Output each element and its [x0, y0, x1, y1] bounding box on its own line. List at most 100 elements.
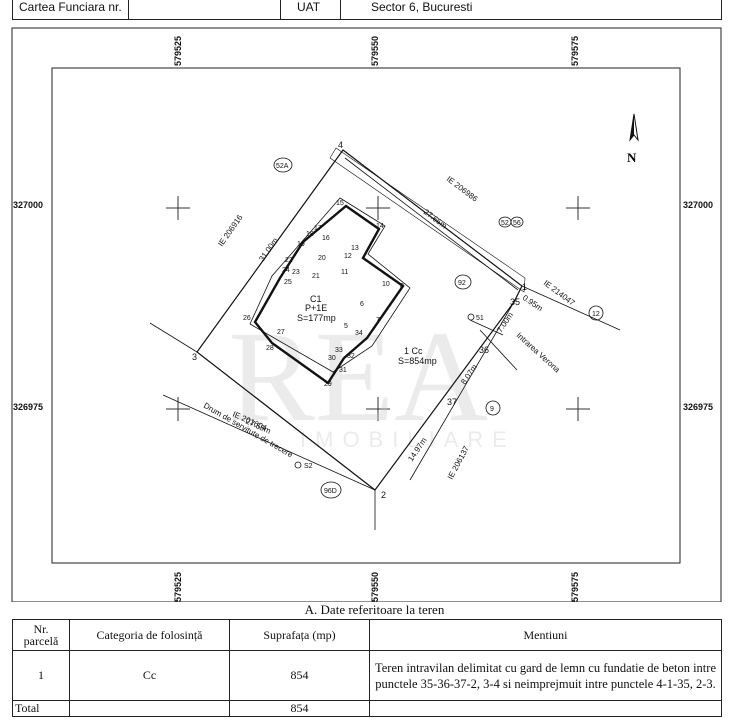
building-area: S=177mp — [297, 313, 336, 323]
intrarea-edge — [409, 301, 515, 481]
grid-y-left-2: 326975 — [13, 402, 43, 412]
building-point-27: 27 — [277, 329, 285, 336]
marker-96d: 96D — [324, 488, 337, 495]
grid-x-top-1: 579525 — [173, 36, 183, 66]
building-point-12: 12 — [344, 253, 352, 260]
building-point-19: 19 — [297, 241, 305, 248]
building-point-26: 26 — [243, 315, 251, 322]
table-row: 1 Cc 854 Teren intravilan delimitat cu g… — [12, 650, 722, 701]
building-point-16: 16 — [322, 235, 330, 242]
neighbor-line-e3 — [469, 319, 504, 336]
marker-dot-51 — [467, 313, 475, 321]
neighbor-ie-214047: IE 214047 — [542, 278, 577, 307]
neighbor-intrarea-verona: Intrarea Verona — [515, 331, 562, 375]
building-c1 — [253, 204, 405, 385]
grid-y-left-1: 327000 — [13, 200, 43, 210]
building-label: C1 — [310, 294, 322, 304]
marker-ring-52a — [273, 157, 293, 173]
building-point-32: 32 — [347, 353, 355, 360]
marker-ring-9 — [485, 400, 501, 416]
building-point-30: 30 — [328, 355, 336, 362]
grid-x-bottom-2: 579550 — [370, 572, 380, 602]
grid-y-right-1: 327000 — [683, 200, 713, 210]
building-point-33: 33 — [335, 347, 343, 354]
grid-x-bottom-1: 579525 — [173, 572, 183, 602]
marker-ring-96d — [320, 481, 342, 499]
building-point-10: 10 — [382, 281, 390, 288]
marker-56: 56 — [513, 220, 521, 227]
dim-east-4: 0.95m — [521, 293, 545, 313]
point-2: 2 — [381, 490, 386, 500]
point-37: 37 — [447, 397, 457, 407]
watermark: REA IMOBILIARE — [228, 305, 516, 452]
building-point-15: 15 — [336, 200, 344, 207]
col-categoria: Categoria de folosință — [69, 619, 230, 651]
building-point-31: 31 — [339, 367, 347, 374]
marker-ring-92 — [454, 274, 472, 290]
building-point-18: 18 — [306, 231, 314, 238]
building-point-8: 8 — [400, 283, 404, 290]
watermark-big: REA — [228, 305, 488, 449]
dim-west: 31.00m — [257, 236, 280, 263]
row-cat: Cc — [69, 650, 230, 701]
neighbor-strip — [329, 147, 526, 293]
building-levels: P+1E — [305, 303, 327, 313]
lot-outline — [249, 197, 411, 373]
marker-52a: 52A — [276, 163, 289, 170]
building-point-24: 24 — [282, 267, 290, 274]
marker-ring-56 — [510, 216, 524, 228]
marker-dot-s2 — [294, 461, 302, 469]
neighbor-ie-206986: IE 206986 — [445, 174, 480, 203]
lot-label: 1 Cc — [404, 346, 423, 356]
point-1: 1 — [522, 282, 527, 292]
total-empty — [69, 700, 230, 717]
grid-x-top-3: 579575 — [570, 36, 580, 66]
building-point-7: 7 — [376, 317, 380, 324]
marker-ring-12 — [588, 305, 604, 321]
grid-x-bottom-3: 579575 — [570, 572, 580, 602]
building-point-11: 11 — [341, 269, 348, 276]
neighbor-line-e — [521, 285, 621, 331]
header-strip: Cartea Funciara nr. UAT Sector 6, Bucure… — [12, 0, 722, 20]
building-point-34: 34 — [355, 330, 363, 337]
building-point-28: 28 — [266, 345, 274, 352]
point-35: 35 — [510, 297, 520, 307]
marker-51: 51 — [476, 315, 484, 322]
building-point-6: 6 — [360, 301, 364, 308]
marker-12: 12 — [592, 311, 600, 318]
building-point-14: 14 — [376, 223, 384, 230]
grid-x-top-2: 579550 — [370, 36, 380, 66]
total-mentiuni — [369, 700, 722, 717]
uat-label: UAT — [280, 0, 340, 19]
building-point-5: 5 — [344, 323, 348, 330]
marker-92: 92 — [458, 280, 466, 287]
building-point-29: 29 — [324, 381, 332, 388]
building-point-20: 20 — [318, 255, 326, 262]
col-suprafata: Suprafața (mp) — [229, 619, 370, 651]
lot-area: S=854mp — [398, 356, 437, 366]
building-point-21: 21 — [312, 273, 320, 280]
building-point-22: 22 — [285, 257, 293, 264]
uat-value: Sector 6, Bucuresti — [340, 0, 721, 19]
grid-y-right-2: 326975 — [683, 402, 713, 412]
point-36: 36 — [479, 345, 489, 355]
neighbor-line-w — [149, 322, 198, 353]
col-nr: Nr. parcelă — [12, 619, 70, 651]
building-point-13: 13 — [351, 245, 359, 252]
building-point-labels: 5678101112131415161718192021222324252627… — [243, 200, 404, 388]
carte-value — [128, 0, 280, 19]
total-label: Total — [12, 700, 70, 717]
grid-crosses — [166, 196, 590, 421]
neighbor-ie-206916: IE 206916 — [216, 213, 245, 248]
point-4: 4 — [338, 140, 343, 150]
watermark-small: IMOBILIARE — [300, 427, 516, 452]
land-data-table: Nr. parcelă Categoria de folosință Supra… — [12, 619, 722, 717]
marker-52: 52 — [501, 220, 509, 227]
neighbor-line-sw — [162, 394, 376, 491]
marker-s2: S2 — [304, 463, 313, 470]
dim-east-3: 7.00m — [495, 310, 515, 334]
row-mentiuni: Teren intravilan delimitat cu gard de le… — [369, 650, 722, 701]
total-value: 854 — [229, 700, 370, 717]
plan-inner-frame — [51, 67, 681, 564]
row-area: 854 — [229, 650, 370, 701]
